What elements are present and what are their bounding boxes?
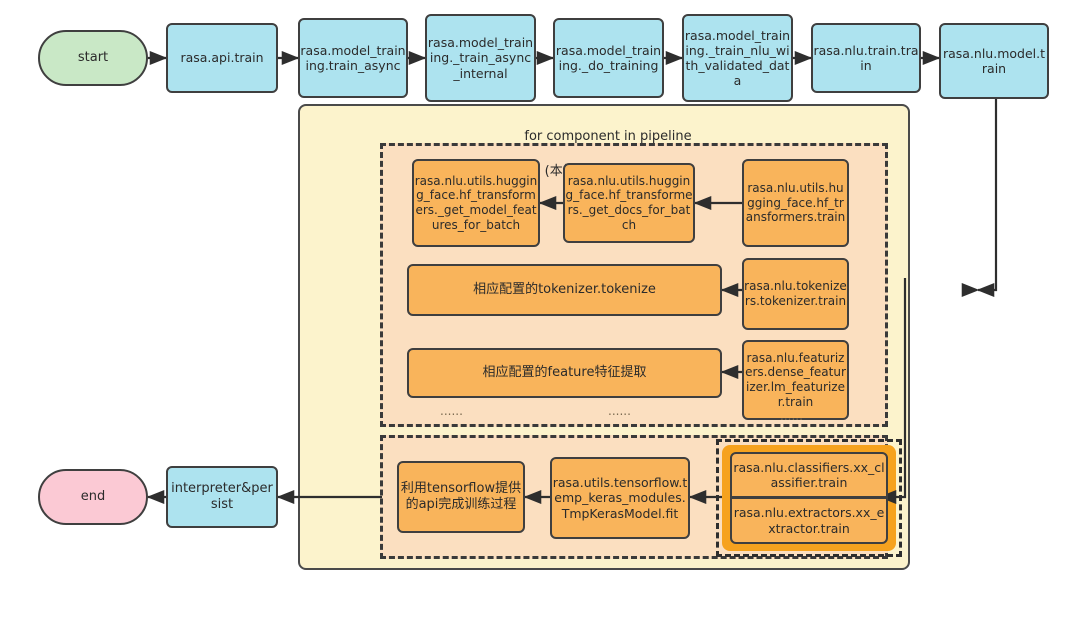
node-train-async[interactable]: rasa.model_training.train_async: [298, 18, 408, 98]
node-nlu-model-train-label: rasa.nlu.model.train: [942, 45, 1046, 76]
node-hf-transformers-train[interactable]: rasa.nlu.utils.hugging_face.hf_transform…: [742, 159, 849, 247]
node-feature-extract[interactable]: 相应配置的feature特征提取: [407, 348, 722, 398]
node-nlu-train-train-label: rasa.nlu.train.train: [813, 42, 919, 73]
ellipsis-middle: ......: [608, 404, 631, 418]
node-tokenizer-tokenize[interactable]: 相应配置的tokenizer.tokenize: [407, 264, 722, 316]
node-dense-featurizer-train[interactable]: rasa.nlu.featurizers.dense_featurizer.lm…: [742, 340, 849, 420]
node-nlu-model-train[interactable]: rasa.nlu.model.train: [939, 23, 1049, 99]
node-classifier-train-label: rasa.nlu.classifiers.xx_classifier.train: [733, 459, 885, 490]
edge-nlumodel-into-loop: [976, 99, 998, 298]
node-tokenizer-train-label: rasa.nlu.tokenizers.tokenizer.train: [744, 279, 847, 308]
node-tokenizer-train[interactable]: rasa.nlu.tokenizers.tokenizer.train: [742, 258, 849, 330]
node-extractor-train-label: rasa.nlu.extractors.xx_extractor.train: [733, 505, 885, 536]
node-end-label: end: [80, 489, 106, 505]
node-do-training-label: rasa.model_training._do_training: [555, 42, 662, 73]
node-train-nlu-with-validated-data-label: rasa.model_training._train_nlu_with_vali…: [684, 27, 791, 89]
node-dense-featurizer-train-label: rasa.nlu.featurizers.dense_featurizer.lm…: [745, 350, 846, 409]
node-tmp-keras-model-fit-label: rasa.utils.tensorflow.temp_keras_modules…: [552, 475, 688, 521]
node-train-async-internal-label: rasa.model_training._train_async_interna…: [427, 35, 534, 81]
node-end[interactable]: end: [38, 469, 148, 525]
node-extractor-train[interactable]: rasa.nlu.extractors.xx_extractor.train: [730, 498, 888, 544]
node-feature-extract-label: 相应配置的feature特征提取: [482, 365, 647, 381]
node-start-label: start: [77, 50, 109, 66]
node-tensorflow-api[interactable]: 利用tensorflow提供的api完成训练过程: [397, 461, 525, 533]
node-train-async-internal[interactable]: rasa.model_training._train_async_interna…: [425, 14, 536, 102]
loop-label-line1: for component in pipeline: [524, 128, 692, 144]
node-hf-get-docs-for-batch-label: rasa.nlu.utils.hugging_face.hf_transform…: [565, 173, 693, 232]
node-nlu-train-train[interactable]: rasa.nlu.train.train: [811, 23, 921, 93]
node-interpreter-persist[interactable]: interpreter&persist: [166, 466, 278, 528]
node-tokenizer-tokenize-label: 相应配置的tokenizer.tokenize: [473, 282, 656, 298]
node-hf-get-docs-for-batch[interactable]: rasa.nlu.utils.hugging_face.hf_transform…: [563, 163, 695, 243]
node-do-training[interactable]: rasa.model_training._do_training: [553, 18, 664, 98]
node-tmp-keras-model-fit[interactable]: rasa.utils.tensorflow.temp_keras_modules…: [550, 457, 690, 539]
node-interpreter-persist-label: interpreter&persist: [171, 481, 273, 512]
node-hf-transformers-train-label: rasa.nlu.utils.hugging_face.hf_transform…: [745, 181, 846, 225]
node-rasa-api-train-label: rasa.api.train: [180, 50, 264, 66]
ellipsis-left: ......: [440, 404, 463, 418]
node-rasa-api-train[interactable]: rasa.api.train: [166, 23, 278, 93]
node-train-nlu-with-validated-data[interactable]: rasa.model_training._train_nlu_with_vali…: [682, 14, 793, 102]
node-tensorflow-api-label: 利用tensorflow提供的api完成训练过程: [400, 481, 522, 512]
node-hf-get-model-features-label: rasa.nlu.utils.hugging_face.hf_transform…: [414, 173, 538, 232]
node-train-async-label: rasa.model_training.train_async: [300, 42, 406, 73]
node-start[interactable]: start: [38, 30, 148, 86]
node-hf-get-model-features[interactable]: rasa.nlu.utils.hugging_face.hf_transform…: [412, 159, 540, 247]
node-classifier-train[interactable]: rasa.nlu.classifiers.xx_classifier.train: [730, 452, 888, 498]
ellipsis-right: ......: [780, 409, 803, 423]
